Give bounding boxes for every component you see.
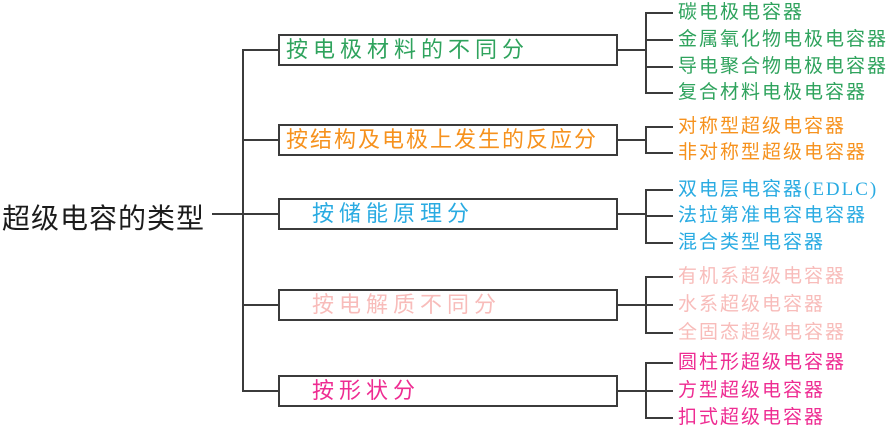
tree-leaf: 扣式超级电容器 xyxy=(678,407,826,428)
branch-box-structure-reaction: 按结构及电极上发生的反应分 xyxy=(278,124,618,156)
tree-leaf: 法拉第准电容电容器 xyxy=(678,205,868,226)
leaf-stub-line xyxy=(645,304,673,306)
branch5-bus-connector-line xyxy=(616,390,646,392)
leaf-stub-line xyxy=(645,390,673,392)
tree-leaf: 混合类型电容器 xyxy=(678,232,826,253)
tree-leaf: 非对称型超级电容器 xyxy=(678,142,868,163)
tree-leaf: 全固态超级电容器 xyxy=(678,322,847,343)
leaf-stub-line xyxy=(645,39,673,41)
leaf-stub-line xyxy=(645,417,673,419)
tree-leaf: 圆柱形超级电容器 xyxy=(678,352,847,373)
leaf-stub-line xyxy=(645,66,673,68)
branch-label: 按形状分 xyxy=(312,378,421,403)
branch1-bus-connector-line xyxy=(616,49,646,51)
branch-label: 按储能原理分 xyxy=(312,201,475,226)
branch3-bus-connector-line xyxy=(616,213,646,215)
branch2-connector-line xyxy=(242,139,278,141)
branch-label: 按结构及电极上发生的反应分 xyxy=(286,127,599,152)
leaf-stub-line xyxy=(645,152,673,154)
branch2-bus-connector-line xyxy=(616,139,646,141)
tree-leaf: 碳电极电容器 xyxy=(678,2,805,23)
leaf-stub-line xyxy=(645,362,673,364)
leaf-stub-line xyxy=(645,92,673,94)
leaf-stub-line xyxy=(645,189,673,191)
branch5-connector-line xyxy=(242,390,278,392)
leaf-stub-line xyxy=(645,242,673,244)
trunk-line xyxy=(242,49,244,392)
tree-leaf: 导电聚合物电极电容器 xyxy=(678,56,889,77)
leaf-stub-line xyxy=(645,276,673,278)
branch1-bus-line xyxy=(645,12,647,93)
tree-leaf: 水系超级电容器 xyxy=(678,294,826,315)
tree-leaf: 双电层电容器(EDLC) xyxy=(678,179,879,200)
branch-box-energy-storage: 按储能原理分 xyxy=(278,198,618,230)
branch1-connector-line xyxy=(242,49,278,51)
root-connector-line xyxy=(212,213,278,215)
branch-box-electrolyte: 按电解质不同分 xyxy=(278,289,618,321)
leaf-stub-line xyxy=(645,126,673,128)
branch4-connector-line xyxy=(242,304,278,306)
leaf-stub-line xyxy=(645,215,673,217)
tree-leaf: 对称型超级电容器 xyxy=(678,116,847,137)
branch-label: 按电解质不同分 xyxy=(312,292,502,317)
tree-leaf: 有机系超级电容器 xyxy=(678,266,847,287)
branch2-bus-line xyxy=(645,126,647,154)
leaf-stub-line xyxy=(645,12,673,14)
tree-leaf: 复合材料电极电容器 xyxy=(678,82,868,103)
tree-leaf: 方型超级电容器 xyxy=(678,380,826,401)
leaf-stub-line xyxy=(645,332,673,334)
branch-label: 按电极材料的不同分 xyxy=(286,37,530,62)
branch4-bus-connector-line xyxy=(616,304,646,306)
diagram-root-title: 超级电容的类型 xyxy=(2,204,206,235)
branch-box-shape: 按形状分 xyxy=(278,375,618,407)
tree-leaf: 金属氧化物电极电容器 xyxy=(678,29,889,50)
branch-box-electrode-material: 按电极材料的不同分 xyxy=(278,34,618,66)
